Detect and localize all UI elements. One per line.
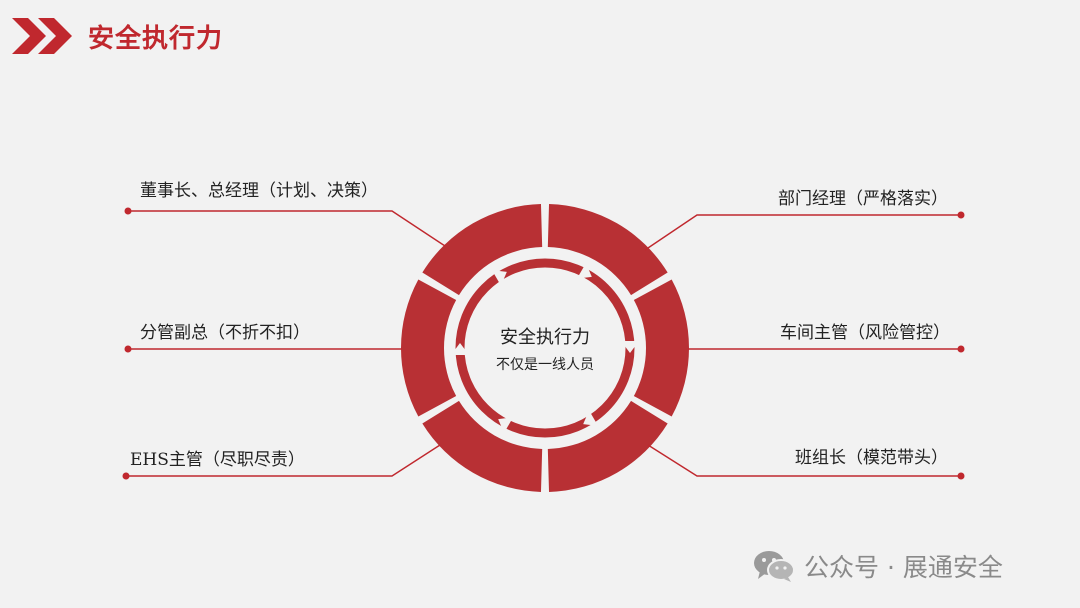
role-label-team-leader: 班组长（模范带头） bbox=[795, 448, 948, 468]
ring-segment-4 bbox=[422, 400, 543, 492]
chevron-right-icon bbox=[12, 18, 72, 54]
ring-arrow-5 bbox=[451, 343, 469, 355]
ring-arrow-2 bbox=[621, 341, 639, 353]
connector-line-department-manager bbox=[644, 214, 961, 251]
ring-segment-2 bbox=[633, 279, 689, 417]
center-title: 安全执行力 bbox=[500, 327, 590, 348]
connector-line-chairman bbox=[128, 210, 446, 247]
ring-segment-6 bbox=[422, 204, 543, 296]
role-label-department-manager: 部门经理（严格落实） bbox=[778, 189, 948, 209]
watermark-text: 公众号 · 展通安全 bbox=[804, 553, 1003, 582]
ring-segment-5 bbox=[401, 279, 457, 417]
role-label-workshop-supervisor: 车间主管（风险管控） bbox=[780, 323, 950, 343]
connector-dot-department-manager bbox=[957, 211, 965, 219]
ring-segment-1 bbox=[547, 204, 668, 296]
wechat-icon bbox=[754, 551, 795, 582]
ring-arrow-3 bbox=[583, 410, 599, 426]
ring-segment-3 bbox=[547, 400, 668, 492]
connector-dot-workshop-supervisor bbox=[957, 345, 965, 353]
role-label-chairman: 董事长、总经理（计划、决策） bbox=[140, 181, 378, 201]
connector-dot-ehs-supervisor bbox=[122, 472, 130, 480]
connector-dot-vice-president bbox=[124, 345, 132, 353]
ring-arrow-6 bbox=[491, 270, 507, 286]
connector-dot-team-leader bbox=[957, 472, 965, 480]
ring-arrow-4 bbox=[498, 417, 514, 433]
role-label-ehs-supervisor: EHS主管（尽职尽责） bbox=[130, 450, 305, 470]
role-label-vice-president: 分管副总（不折不扣） bbox=[140, 323, 310, 343]
connector-line-ehs-supervisor bbox=[126, 444, 441, 477]
page-title: 安全执行力 bbox=[88, 23, 224, 54]
watermark: 公众号 · 展通安全 bbox=[752, 546, 1003, 586]
connector-line-team-leader bbox=[647, 444, 961, 477]
center-subtitle: 不仅是一线人员 bbox=[496, 357, 594, 373]
connector-dot-chairman bbox=[124, 207, 132, 215]
ring-arrow-1 bbox=[576, 263, 592, 279]
header: 安全执行力 bbox=[12, 14, 223, 58]
